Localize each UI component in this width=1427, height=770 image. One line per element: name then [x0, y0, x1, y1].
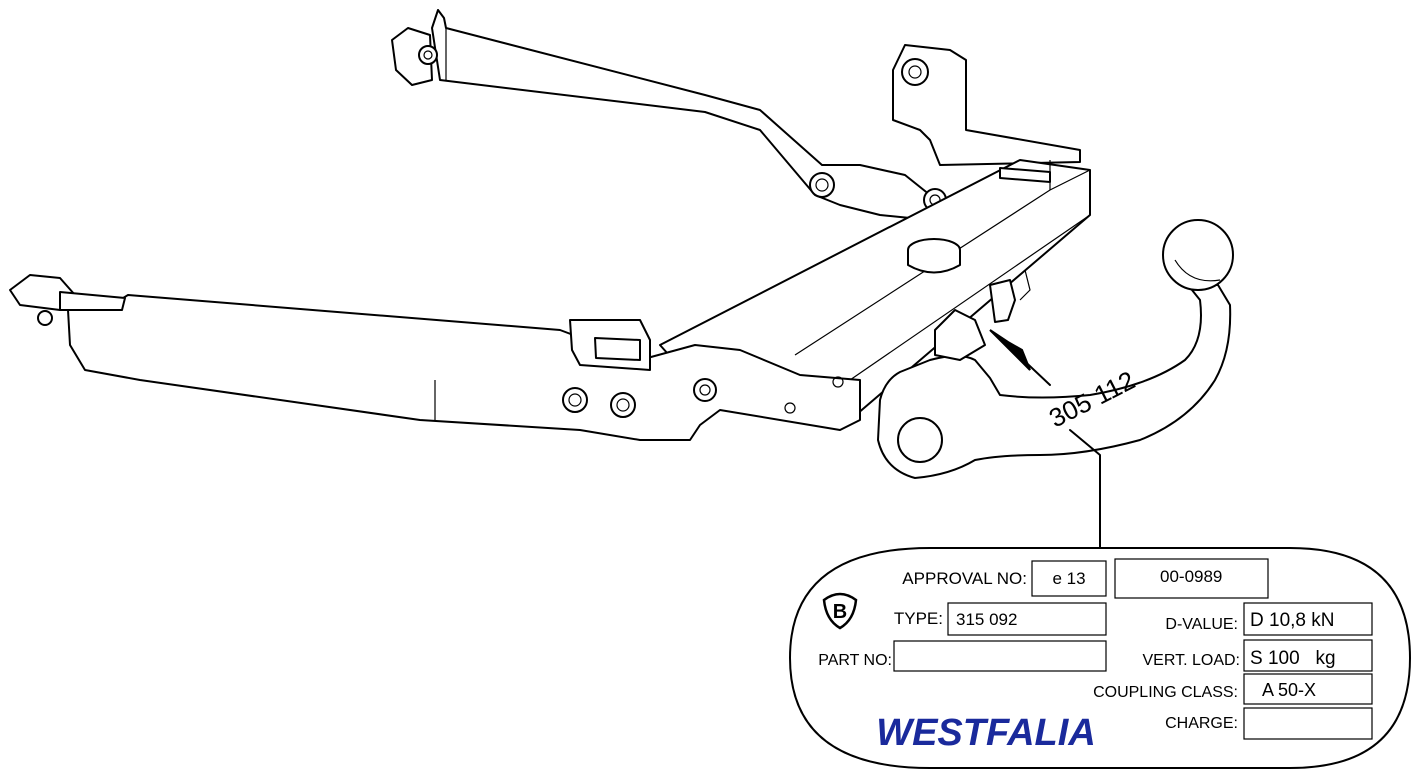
partno-label: PART NO:: [818, 652, 892, 669]
coupling-class-label: COUPLING CLASS:: [1093, 684, 1238, 701]
type-label: TYPE:: [894, 609, 943, 628]
brand-logo: WESTFALIA: [876, 712, 1096, 754]
approval-label: APPROVAL NO:: [902, 569, 1027, 588]
type-value: 315 092: [956, 610, 1017, 629]
type-plate: B APPROVAL NO: e 13 00-0989 TYPE: 315 09…: [789, 547, 1411, 769]
coupling-class-value: A 50-X: [1262, 680, 1316, 700]
lower-mounting-arm: [9, 274, 861, 441]
plate-leader-line: [1069, 429, 1101, 549]
vertload-value: S 100 kg: [1250, 648, 1336, 669]
approval-symbol-icon: [822, 592, 858, 630]
upper-mounting-arm: [391, 9, 947, 221]
approval-symbol: B: [833, 601, 847, 623]
mounting-bracket-plate: [892, 44, 1081, 166]
dvalue-value: D 10,8 kN: [1250, 610, 1334, 631]
vertload-label: VERT. LOAD:: [1142, 652, 1240, 669]
charge-label: CHARGE:: [1165, 715, 1238, 732]
dvalue-label: D-VALUE:: [1165, 616, 1238, 633]
approval-value-1: e 13: [1052, 569, 1085, 588]
coupling-ball-neck: [877, 219, 1234, 479]
approval-value-2: 00-0989: [1160, 567, 1222, 586]
